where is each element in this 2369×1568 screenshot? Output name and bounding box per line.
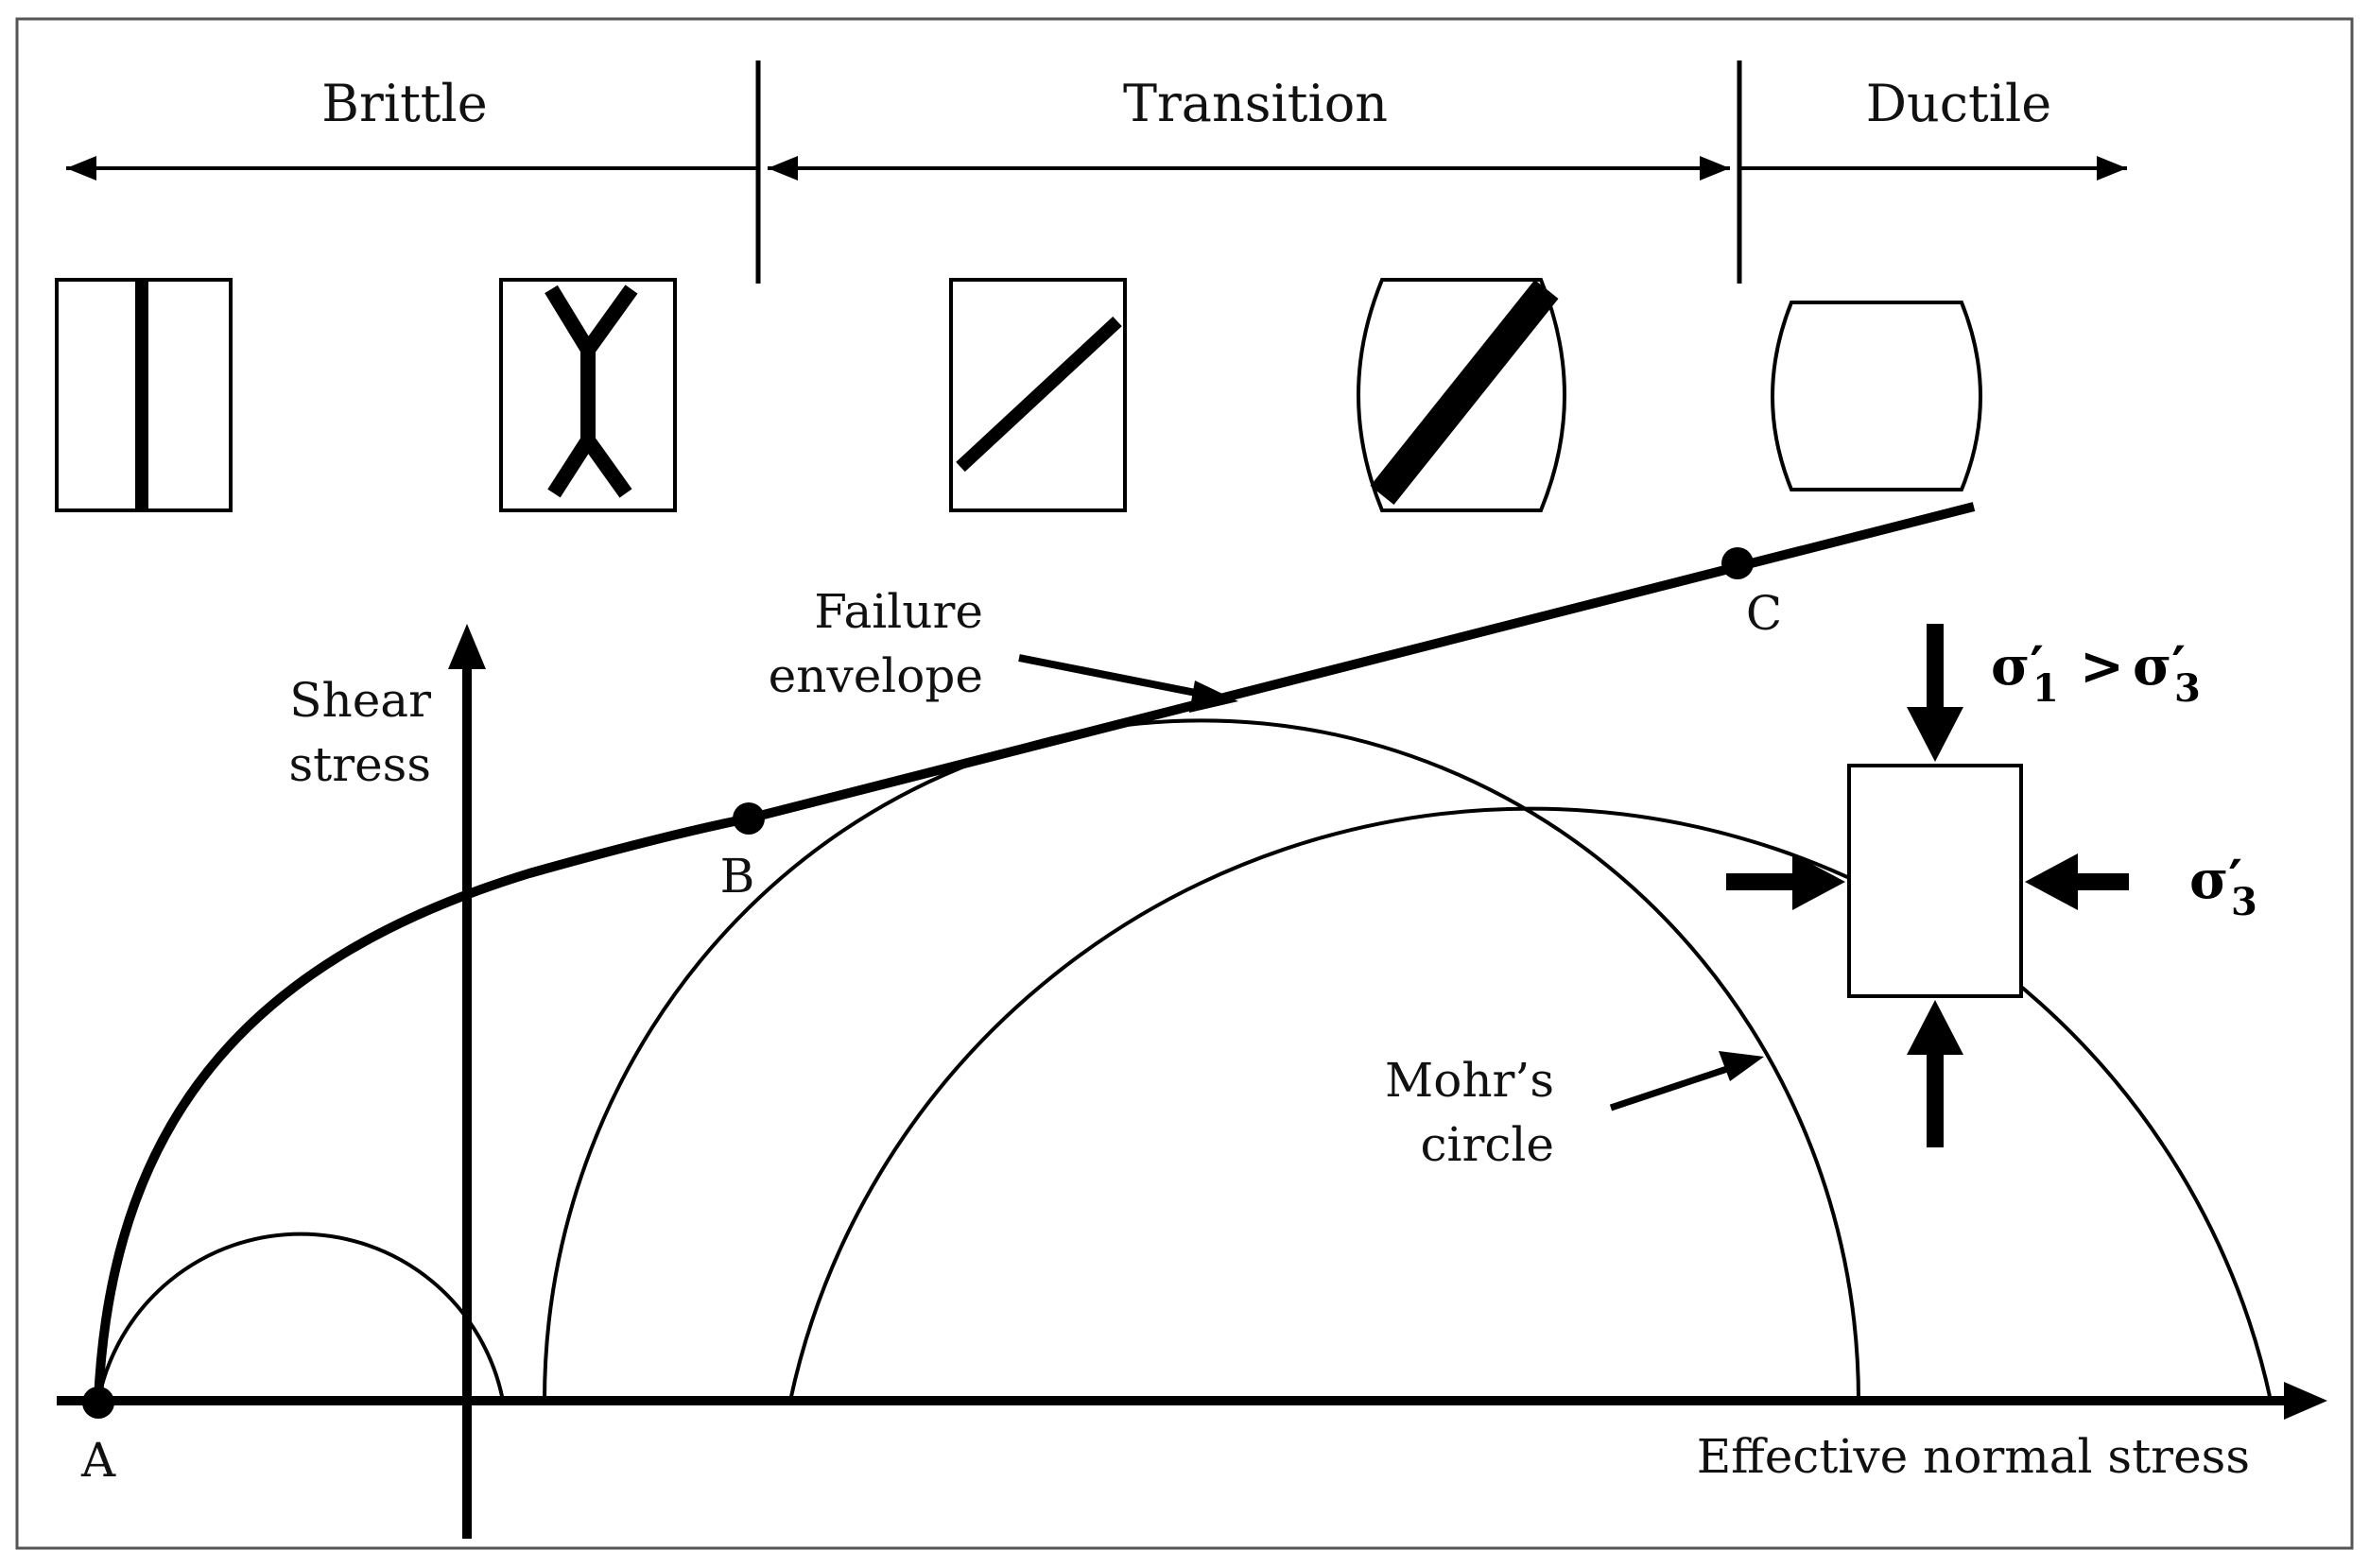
transition-range-arrow (768, 156, 1730, 181)
failure-envelope-label-line1: Failure (814, 584, 983, 639)
point-a-marker (82, 1387, 114, 1419)
stress-condition-label: σ′ 1 > σ′ 3 (1991, 635, 2201, 711)
point-b-marker (733, 802, 765, 835)
failure-envelope-label-line2: envelope (769, 648, 983, 703)
mohrs-circle-pointer (1609, 1051, 1764, 1111)
mohrs-circle-label-line2: circle (1421, 1117, 1554, 1172)
mohrs-circle-label-line1: Mohr’s (1385, 1053, 1554, 1108)
sigma1-top-arrow (1907, 624, 1963, 762)
specimen-shear-fracture (949, 278, 1127, 512)
sigma3-left-arrow (1726, 853, 1845, 910)
sigma3-right-arrow (2025, 853, 2129, 910)
mohr-circle-medium (543, 718, 1860, 1402)
sigma3-side-subscript: 3 (2231, 880, 2257, 924)
point-c-marker (1721, 547, 1754, 579)
point-b-label: B (720, 849, 755, 904)
sigma1-symbol: σ′ (1991, 635, 2044, 698)
brittle-label: Brittle (321, 74, 487, 133)
sigma3-symbol: σ′ (2133, 635, 2186, 698)
stress-element (1847, 764, 2023, 998)
point-a-label: A (80, 1433, 116, 1488)
specimen-shear-band (1357, 278, 1566, 512)
failure-envelope-curve (94, 502, 1976, 1402)
sigma3-subscript: 3 (2174, 666, 2201, 711)
figure-frame (15, 17, 2354, 1550)
ductile-range-arrow (1739, 156, 2127, 181)
shear-stress-label-line1: Shear (289, 673, 431, 728)
failure-envelope-pointer (1018, 654, 1238, 713)
transition-label: Transition (1123, 74, 1388, 133)
mohr-circle-small (96, 1232, 505, 1402)
point-c-label: C (1746, 586, 1782, 641)
greater-than-symbol: > (2080, 635, 2124, 698)
specimen-axial-splitting (55, 278, 233, 512)
sigma3-side-label: σ′ 3 (2189, 849, 2257, 924)
y-axis (448, 624, 486, 1539)
mohr-circle-large (788, 806, 2273, 1402)
x-axis (57, 1382, 2327, 1420)
shear-stress-label-line2: stress (288, 737, 431, 792)
ductile-label: Ductile (1866, 74, 2052, 133)
sigma3-side-symbol: σ′ (2189, 849, 2242, 911)
sigma1-subscript: 1 (2032, 666, 2059, 711)
specimen-ductile-bulge (1771, 301, 1982, 491)
sigma1-bottom-arrow (1907, 1000, 1963, 1147)
specimen-conjugate-fractures (499, 278, 677, 512)
brittle-range-arrow (66, 156, 758, 181)
x-axis-label: Effective normal stress (1697, 1429, 2250, 1484)
